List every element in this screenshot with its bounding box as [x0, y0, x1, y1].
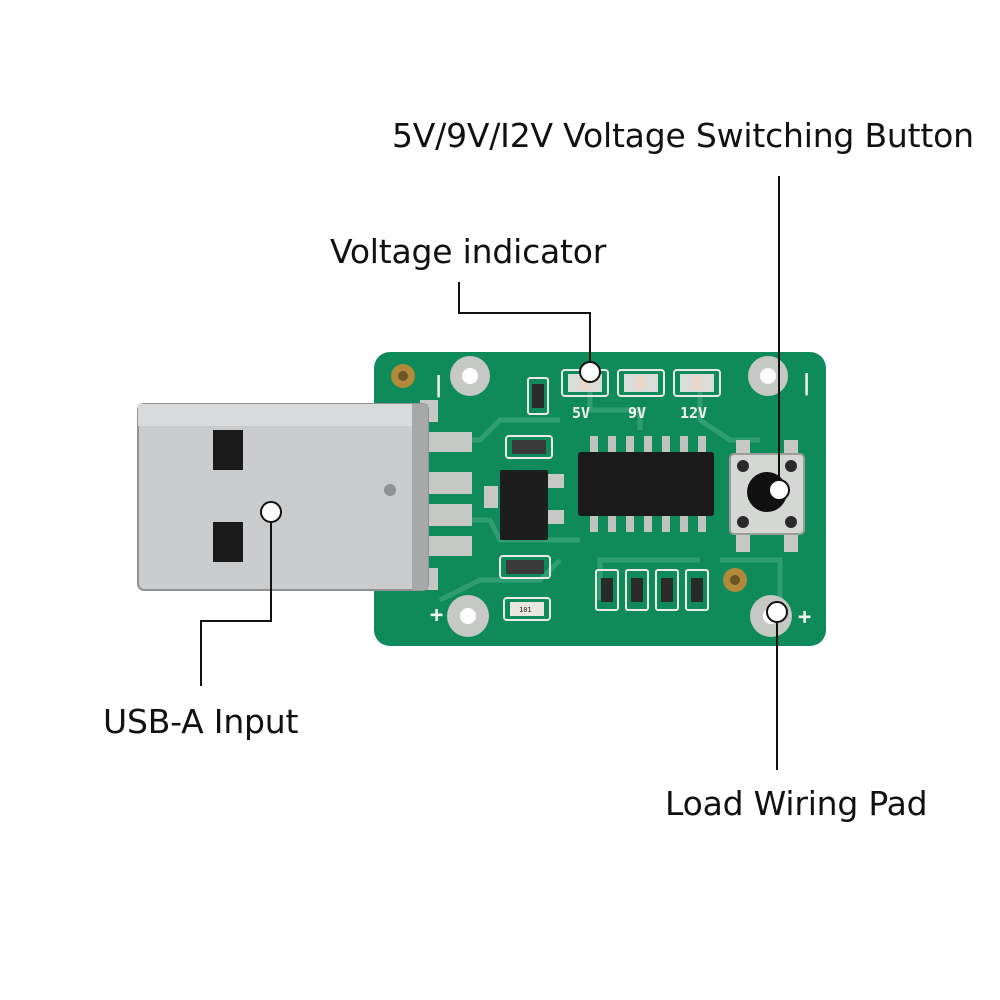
leader-lines	[200, 176, 780, 770]
capacitor-a	[505, 435, 553, 459]
voltage-indicator-callout: Voltage indicator	[330, 232, 607, 271]
mount-hole-top	[450, 356, 490, 396]
mount-hole-top-left	[391, 364, 415, 388]
mount-hole-bottom-mid	[723, 568, 747, 592]
marker-switch-button	[768, 479, 790, 501]
minus-sign-left: |	[432, 373, 445, 398]
resistor-top	[527, 377, 549, 415]
led-label-9v: 9V	[628, 404, 646, 422]
switch-button-callout: 5V/9V/I2V Voltage Switching Button	[392, 116, 974, 155]
resistor-101: 101	[503, 597, 551, 621]
marker-voltage-indicator	[579, 361, 601, 383]
capacitor-b	[499, 555, 551, 579]
voltage-switch-button	[729, 440, 805, 552]
plus-sign-right: +	[798, 605, 811, 630]
leader-voltage-indicator	[458, 282, 591, 362]
marker-load-pad	[766, 601, 788, 623]
ic-chip	[578, 436, 714, 532]
load-pad-callout: Load Wiring Pad	[665, 784, 928, 823]
marker-usb-input	[260, 501, 282, 523]
resistor-array	[595, 569, 709, 611]
led-9v	[617, 369, 665, 397]
minus-sign-right: |	[800, 371, 813, 396]
led-label-12v: 12V	[680, 404, 707, 422]
leader-usb-input	[200, 522, 272, 686]
callout-markers	[260, 361, 790, 623]
mount-hole-bottom-left	[447, 595, 489, 637]
usb-a-connector	[137, 403, 429, 591]
plus-sign-left: +	[430, 603, 443, 628]
usb-input-callout: USB-A Input	[103, 702, 299, 741]
mount-hole-top-right	[748, 356, 788, 396]
voltage-regulator	[484, 470, 564, 540]
led-12v	[673, 369, 721, 397]
resistor-code-101: 101	[519, 606, 532, 614]
led-label-5v: 5V	[572, 404, 590, 422]
